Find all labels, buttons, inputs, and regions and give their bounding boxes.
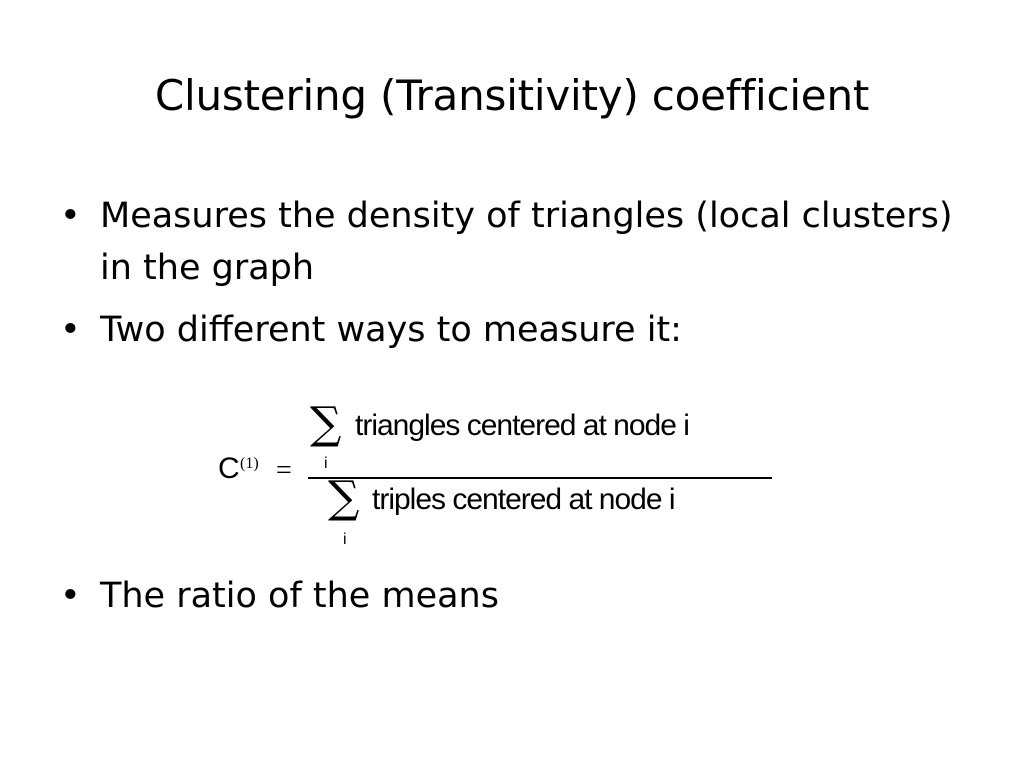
bullet-item: • The ratio of the means: [60, 570, 499, 622]
fraction-bar: [308, 477, 772, 479]
bullet-text: Measures the density of triangles (local…: [100, 196, 953, 288]
bullet-text: The ratio of the means: [100, 576, 499, 616]
bullet-icon: •: [60, 310, 81, 350]
bullet-icon: •: [60, 196, 81, 236]
bullet-text: Two different ways to measure it:: [100, 310, 682, 350]
sum-icon: ∑: [310, 398, 342, 449]
bullet-icon: •: [60, 576, 81, 616]
sum-index: i: [343, 531, 347, 548]
formula-equals: =: [276, 455, 292, 486]
bullet-item: • Two different ways to measure it:: [60, 304, 960, 356]
sum-index: i: [324, 455, 328, 472]
formula-numerator: triangles centered at node i: [355, 409, 690, 442]
formula-lhs: C: [218, 452, 240, 485]
slide-title: Clustering (Transitivity) coefficient: [154, 71, 870, 120]
formula-superscript: (1): [240, 455, 259, 472]
formula-denominator: triples centered at node i: [372, 483, 676, 516]
bullet-item: • Measures the density of triangles (loc…: [60, 190, 960, 294]
sum-icon: ∑: [328, 472, 360, 523]
bullet-list: • Measures the density of triangles (loc…: [60, 190, 960, 356]
